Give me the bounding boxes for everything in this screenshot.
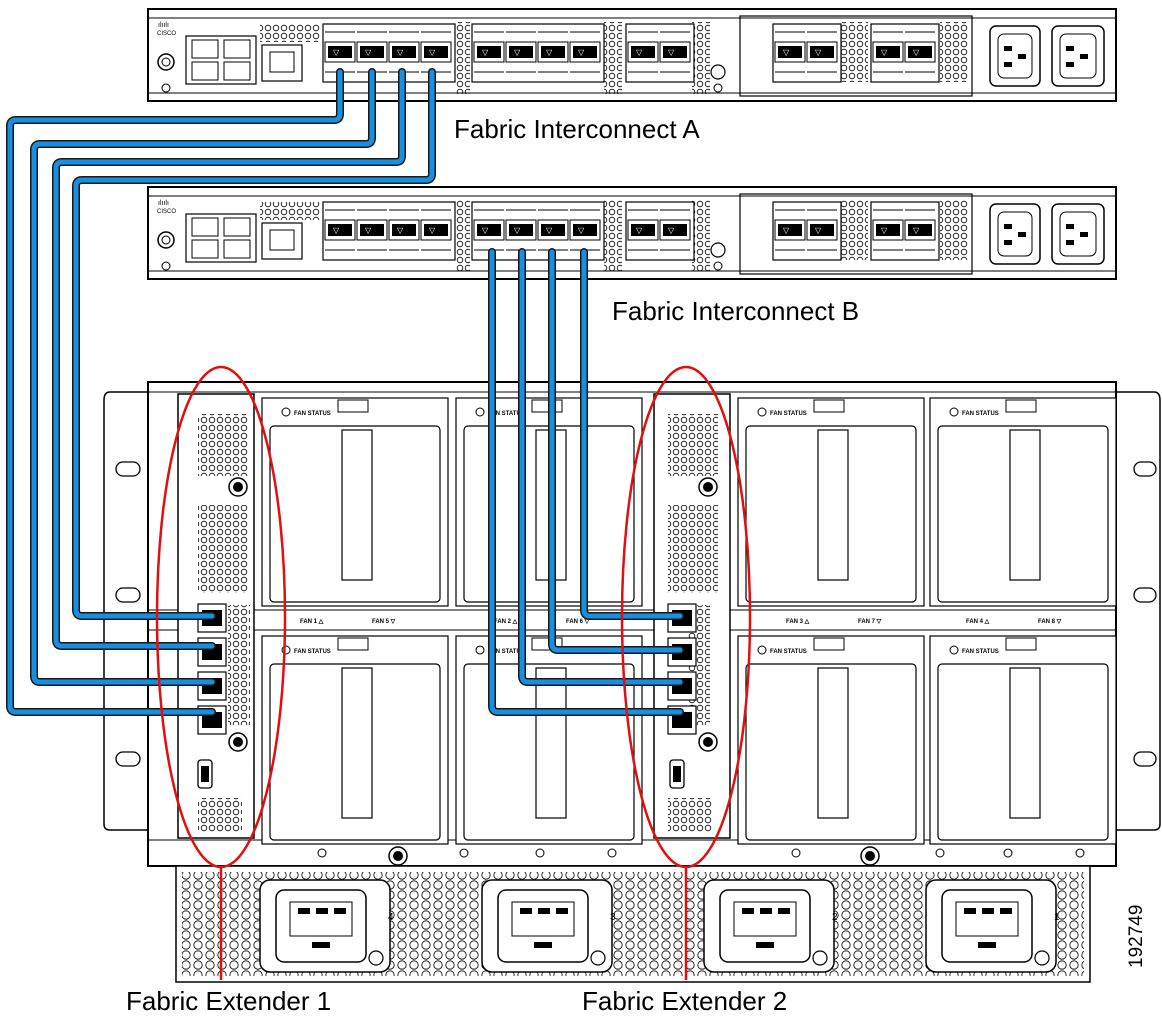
fan-label: FAN 3 △ bbox=[786, 618, 810, 625]
cisco-logo-icon: ılıılı CISCO bbox=[157, 22, 176, 37]
svg-text:ılıılı: ılıılı bbox=[158, 200, 169, 207]
svg-text:▽: ▽ bbox=[783, 226, 790, 235]
svg-text:▽: ▽ bbox=[636, 226, 643, 235]
screw-icon bbox=[710, 64, 726, 80]
svg-text:▽: ▽ bbox=[783, 48, 790, 57]
screw-icon bbox=[1075, 848, 1085, 858]
svg-text:▽: ▽ bbox=[636, 48, 643, 57]
svg-text:▽: ▽ bbox=[913, 226, 920, 235]
svg-text:▽: ▽ bbox=[881, 48, 888, 57]
screw-icon bbox=[317, 848, 327, 858]
fabric-interconnect-b-label: Fabric Interconnect B bbox=[612, 296, 860, 326]
svg-text:▽: ▽ bbox=[429, 226, 436, 235]
psu-number: 1 bbox=[1054, 912, 1060, 923]
svg-text:▽: ▽ bbox=[815, 226, 822, 235]
screw-icon bbox=[459, 848, 469, 858]
cable-group bbox=[6, 68, 684, 716]
fan-label: FAN 5 ▽ bbox=[372, 619, 396, 625]
fan-status-label: FAN STATUS bbox=[770, 649, 807, 655]
svg-text:▽: ▽ bbox=[578, 226, 585, 235]
fan-label: FAN 7 ▽ bbox=[858, 619, 882, 625]
fan-label: FAN 2 △ bbox=[494, 618, 518, 625]
svg-text:▽: ▽ bbox=[578, 48, 585, 57]
svg-text:▽: ▽ bbox=[514, 48, 521, 57]
fan-status-label: FAN STATUS bbox=[488, 411, 525, 417]
svg-text:▽: ▽ bbox=[546, 48, 553, 57]
svg-text:▽: ▽ bbox=[397, 226, 404, 235]
svg-text:▽: ▽ bbox=[668, 48, 675, 57]
fabric-interconnect-a-label: Fabric Interconnect A bbox=[454, 114, 700, 144]
fan-status-label: FAN STATUS bbox=[962, 411, 999, 417]
svg-text:▽: ▽ bbox=[365, 48, 372, 57]
screw-icon bbox=[161, 83, 171, 93]
blade-chassis: FAN STATUS FAN STATUS FAN STATUS FAN STATUS… bbox=[103, 381, 1161, 983]
fabric-extender-1-label: Fabric Extender 1 bbox=[126, 986, 332, 1016]
power-inlet-icon bbox=[1051, 25, 1105, 87]
cisco-logo-icon: ılıılı CISCO bbox=[157, 200, 176, 215]
fan-status-label: FAN STATUS bbox=[294, 649, 331, 655]
screw-icon bbox=[1003, 848, 1013, 858]
svg-text:▽: ▽ bbox=[333, 226, 340, 235]
svg-text:▽: ▽ bbox=[365, 226, 372, 235]
fex2-highlight bbox=[620, 365, 752, 980]
figure-number: 192749 bbox=[1126, 904, 1147, 968]
power-inlet-icon bbox=[989, 25, 1041, 87]
svg-text:ılıılı: ılıılı bbox=[158, 22, 169, 29]
fabric-interconnect-a: ılıılı CISCO ▽ ▽ ▽ ▽ ▽ ▽ ▽ ▽ ▽ ▽ ▽ ▽ ▽ ▽ bbox=[147, 8, 1117, 102]
status-led-icon bbox=[157, 53, 175, 71]
power-inlet-icon bbox=[1051, 203, 1105, 265]
screw-icon bbox=[935, 848, 945, 858]
svg-text:▽: ▽ bbox=[881, 226, 888, 235]
psu-number: 3 bbox=[610, 912, 616, 923]
svg-text:▽: ▽ bbox=[514, 226, 521, 235]
svg-text:▽: ▽ bbox=[429, 48, 436, 57]
screw-icon bbox=[535, 848, 545, 858]
svg-text:▽: ▽ bbox=[482, 48, 489, 57]
svg-text:▽: ▽ bbox=[333, 48, 340, 57]
fan-label: FAN 1 △ bbox=[300, 618, 324, 625]
psu-number: 4 bbox=[388, 912, 394, 923]
svg-text:▽: ▽ bbox=[913, 48, 920, 57]
screw-icon bbox=[791, 848, 801, 858]
screw-icon bbox=[607, 848, 617, 858]
fan-status-label: FAN STATUS bbox=[294, 411, 331, 417]
svg-text:▽: ▽ bbox=[668, 226, 675, 235]
fan-status-label: FAN STATUS bbox=[488, 649, 525, 655]
svg-text:CISCO: CISCO bbox=[157, 209, 176, 215]
fex1-highlight bbox=[155, 365, 287, 980]
fan-label: FAN 8 ▽ bbox=[1038, 619, 1062, 625]
svg-text:▽: ▽ bbox=[546, 226, 553, 235]
fan-status-label: FAN STATUS bbox=[962, 649, 999, 655]
psu-number: 2 bbox=[832, 912, 838, 923]
svg-text:▽: ▽ bbox=[815, 48, 822, 57]
svg-text:CISCO: CISCO bbox=[157, 31, 176, 37]
power-inlet-icon bbox=[989, 203, 1041, 265]
svg-text:▽: ▽ bbox=[397, 48, 404, 57]
fabric-extender-2-label: Fabric Extender 2 bbox=[582, 986, 788, 1016]
fan-label: FAN 4 △ bbox=[966, 618, 990, 625]
svg-text:▽: ▽ bbox=[482, 226, 489, 235]
fan-status-label: FAN STATUS bbox=[770, 411, 807, 417]
fan-label: FAN 6 ▽ bbox=[566, 619, 590, 625]
fabric-interconnect-b: ılıılı CISCO ▽ ▽ ▽ ▽ ▽ ▽ ▽ ▽ ▽ ▽ ▽ ▽ ▽ ▽ bbox=[147, 186, 1117, 280]
